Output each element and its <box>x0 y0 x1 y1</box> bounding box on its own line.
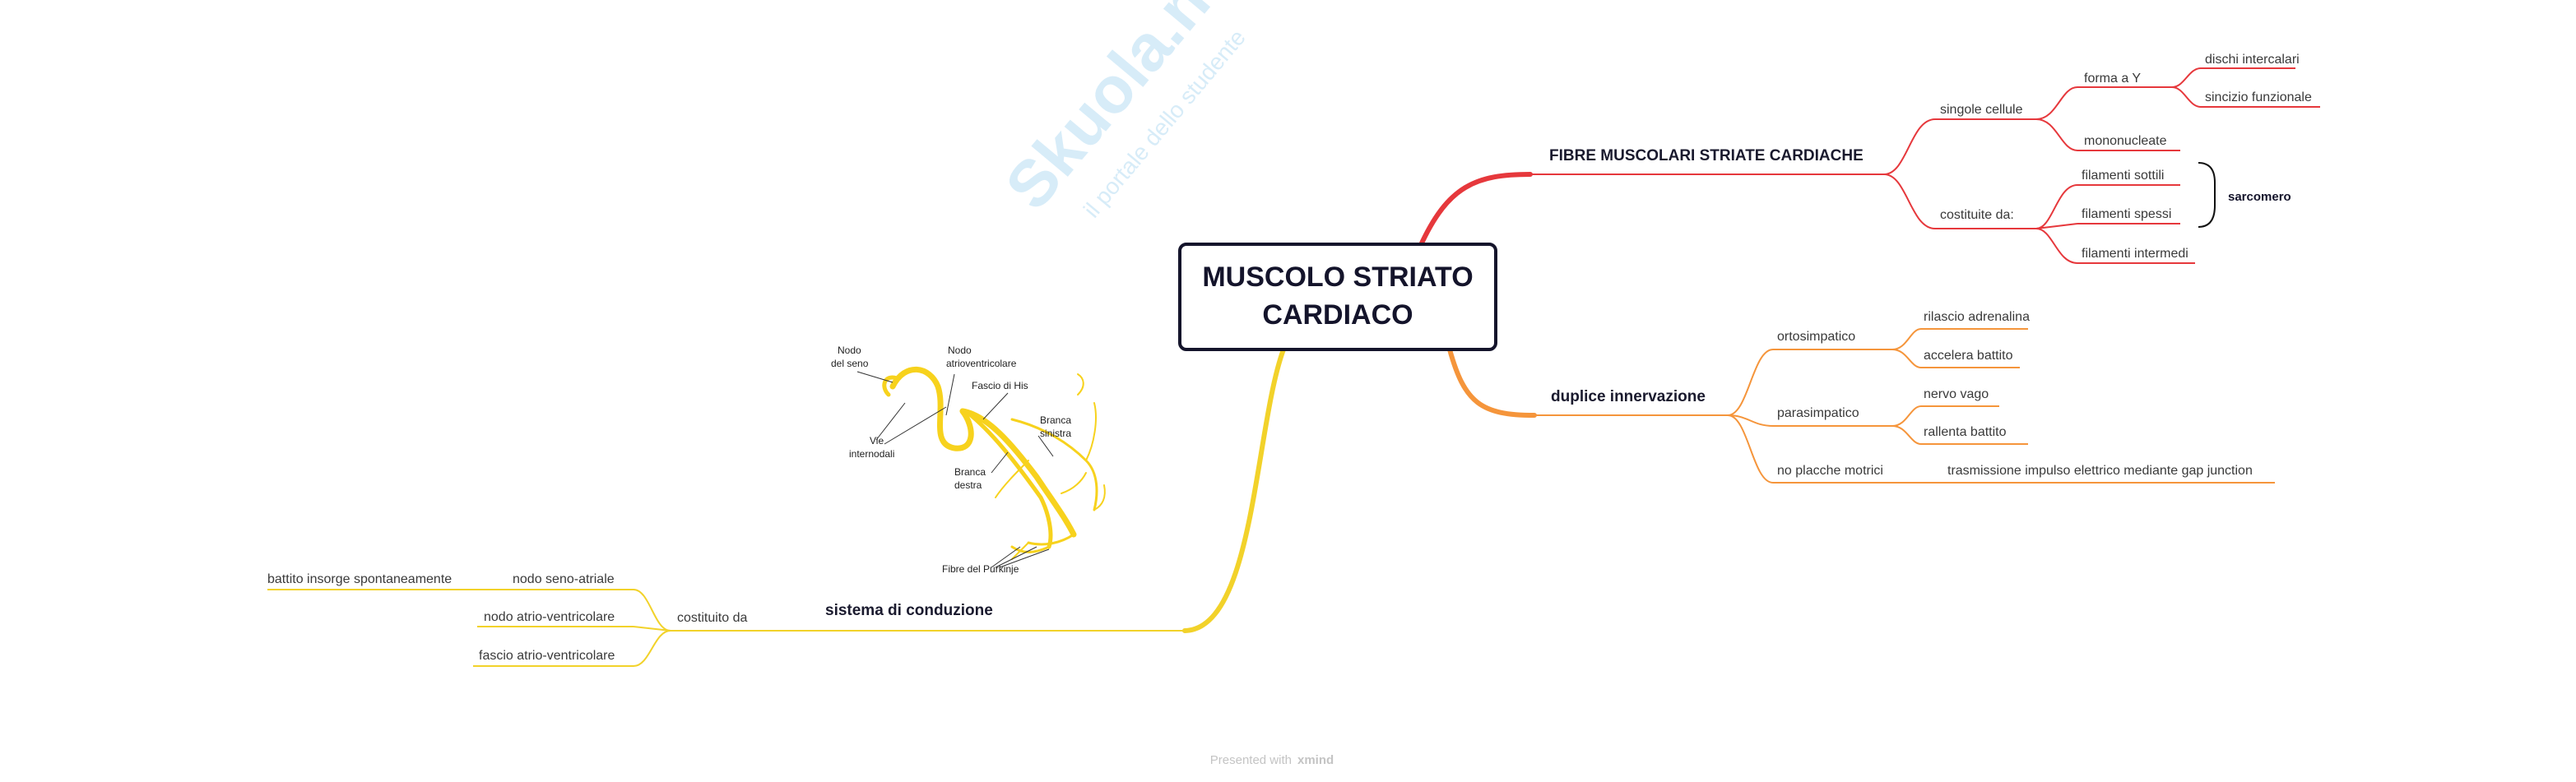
label-vie-1: Vie <box>870 435 884 447</box>
branch-conduzione-title: sistema di conduzione <box>825 602 993 619</box>
node-filamenti-sottili: filamenti sottili <box>2082 169 2164 183</box>
label-branca-sin-1: Branca <box>1040 414 1071 426</box>
sarcomero-brace <box>2198 162 2216 228</box>
footer-brand: xmind <box>1297 753 1334 767</box>
node-costituite-da: costituite da: <box>1940 208 2014 222</box>
watermark-logo: Skuola.net il portale dello studente <box>991 0 1261 223</box>
node-costituito-da: costituito da <box>677 611 747 625</box>
node-no-placche-motrici: no placche motrici <box>1777 464 1883 478</box>
label-nodo-seno-2: del seno <box>831 358 869 369</box>
node-nodo-seno-atriale: nodo seno-atriale <box>513 572 615 586</box>
node-singole-cellule: singole cellule <box>1940 103 2023 117</box>
node-filamenti-intermedi: filamenti intermedi <box>2082 247 2188 261</box>
heart-conduction-illustration: Nodo del seno Nodo atrioventricolare Fas… <box>831 345 1106 575</box>
central-topic-line1: MUSCOLO STRIATO <box>1202 261 1473 293</box>
branch-conduzione-connectors <box>267 347 1286 667</box>
node-forma-y: forma a Y <box>2084 72 2141 86</box>
node-nodo-atrio-ventricolare: nodo atrio-ventricolare <box>484 610 615 624</box>
node-parasimpatico: parasimpatico <box>1777 406 1859 420</box>
node-filamenti-spessi: filamenti spessi <box>2082 207 2171 221</box>
central-topic-line2: CARDIACO <box>1262 299 1413 331</box>
label-purkinje: Fibre del Purkinje <box>942 563 1019 575</box>
node-rilascio-adrenalina: rilascio adrenalina <box>1924 310 2030 324</box>
branch-innervazione-connectors <box>1447 328 2275 484</box>
node-mononucleate: mononucleate <box>2084 134 2167 148</box>
central-topic[interactable]: MUSCOLO STRIATO CARDIACO <box>1178 243 1497 351</box>
label-nodo-av-2: atrioventricolare <box>946 358 1017 369</box>
footer-prefix: Presented with <box>1210 753 1292 767</box>
watermark-brand: Skuola.net <box>991 0 1261 223</box>
label-nodo-seno-1: Nodo <box>838 345 861 356</box>
branch-innervazione-title: duplice innervazione <box>1551 388 1706 405</box>
node-sincizio-funzionale: sincizio funzionale <box>2205 90 2312 104</box>
branch-fibre-title: FIBRE MUSCOLARI STRIATE CARDIACHE <box>1549 147 1864 164</box>
node-trasmissione-impulso: trasmissione impulso elettrico mediante … <box>1947 464 2253 478</box>
label-branca-des-2: destra <box>954 479 982 491</box>
label-vie-2: internodali <box>849 448 894 460</box>
node-ortosimpatico: ortosimpatico <box>1777 330 1855 344</box>
label-branca-des-1: Branca <box>954 466 986 478</box>
node-rallenta-battito: rallenta battito <box>1924 425 2007 439</box>
node-sarcomero: sarcomero <box>2228 190 2291 204</box>
label-fascio-his: Fascio di His <box>972 380 1028 391</box>
node-accelera-battito: accelera battito <box>1924 349 2013 363</box>
node-battito-spontaneo: battito insorge spontaneamente <box>267 572 452 586</box>
label-nodo-av-1: Nodo <box>948 345 972 356</box>
node-fascio-atrio-ventricolare: fascio atrio-ventricolare <box>479 649 615 663</box>
node-nervo-vago: nervo vago <box>1924 387 1989 401</box>
branch-fibre-connectors <box>1418 67 2320 264</box>
node-dischi-intercalari: dischi intercalari <box>2205 53 2300 67</box>
label-branca-sin-2: sinistra <box>1040 428 1071 439</box>
